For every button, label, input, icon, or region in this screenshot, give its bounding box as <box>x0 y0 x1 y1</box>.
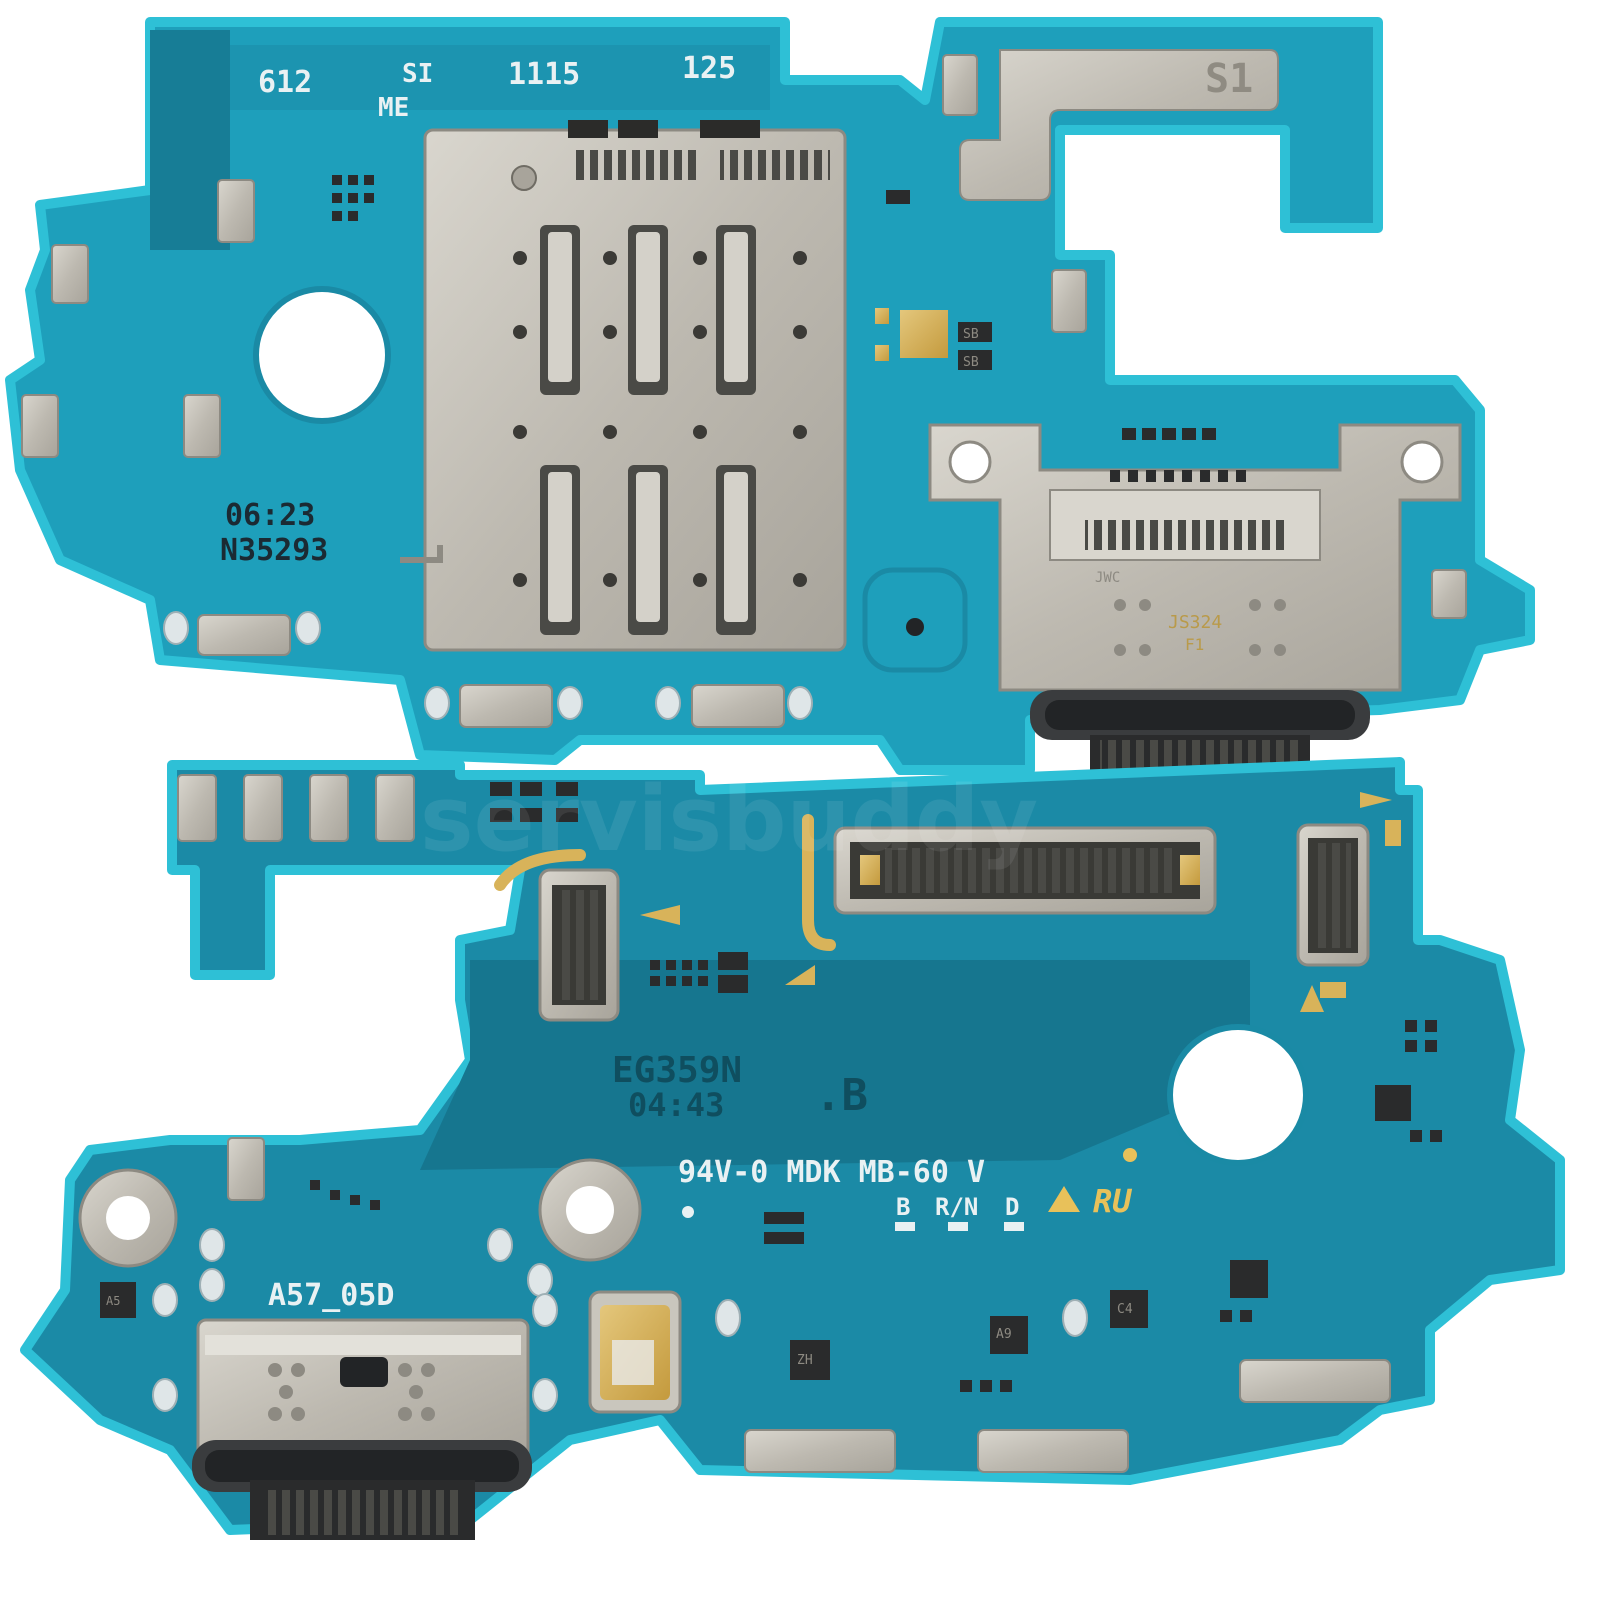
ul-mark: RU <box>1093 1182 1132 1220</box>
gold-arrow-2 <box>785 965 815 985</box>
watermark: servisbuddy <box>420 767 1038 872</box>
chip-mark-a9: A9 <box>996 1327 1012 1342</box>
bottom-label-b: B <box>896 1193 910 1221</box>
bottom-mount-hole <box>1167 1024 1309 1166</box>
bottom-code-line2: 04:43 <box>628 1086 724 1124</box>
board-connector-right <box>1296 823 1370 967</box>
top-dark-strip <box>150 30 230 250</box>
gold-trace-mid <box>802 814 836 951</box>
top-board-inner-layer <box>230 45 770 110</box>
bottom-board: EG359N 04:43 .B 94V-0 MDK MB-60 V B R/N … <box>20 757 1565 1540</box>
bottom-code-line1: EG359N <box>612 1050 742 1091</box>
top-inductor-1 <box>958 322 992 342</box>
bottom-model-label: A57_05D <box>268 1278 394 1313</box>
bottom-board-dark-region <box>420 960 1250 1170</box>
top-date-code-line1: 06:23 <box>225 498 315 533</box>
usb-c-port-bottom <box>192 1318 532 1540</box>
gold-dot-2 <box>682 1206 694 1218</box>
sim-contact-springs-upper <box>540 225 756 395</box>
board-to-board-connector-main <box>833 826 1217 915</box>
chip-mark-zh: ZH <box>797 1353 813 1368</box>
top-mic-pad <box>862 567 968 673</box>
bottom-ics <box>100 1085 1411 1380</box>
gold-arrow-4 <box>1300 985 1324 1012</box>
gold-arrow-1 <box>640 905 680 925</box>
board-connector-left <box>538 868 620 1022</box>
silk-code-si: SI <box>402 59 433 89</box>
usb-print-js324: JS324 <box>1168 612 1222 633</box>
top-spring-contacts <box>21 54 1467 619</box>
top-pad-mark-2: SB <box>963 355 979 370</box>
silk-code-125: 125 <box>682 51 736 86</box>
sim-contact-springs-lower <box>540 465 756 635</box>
top-date-code-line2: N35293 <box>220 533 328 568</box>
microphone-module <box>588 1290 682 1414</box>
top-board: 612 SI ME 1115 125 S1 <box>5 17 1535 780</box>
chip-mark-a5: A5 <box>106 1294 120 1308</box>
bottom-edge-tabs <box>744 1359 1391 1473</box>
gold-trace-left <box>494 849 586 891</box>
usb-c-port-top: JS324 F1 JWC <box>928 423 1462 780</box>
gold-arrow-3 <box>1360 792 1392 808</box>
silk-code-612: 612 <box>258 65 312 100</box>
bottom-oval-pads <box>152 1228 1088 1412</box>
bottom-passives <box>310 782 1442 1392</box>
bottom-label-rn: R/N <box>935 1193 978 1221</box>
gold-dot-1 <box>1123 1148 1137 1162</box>
gold-pad-small-2 <box>1320 982 1346 998</box>
bottom-rating-text: 94V-0 MDK MB-60 V <box>678 1155 985 1190</box>
ul-triangle-icon <box>1048 1186 1080 1212</box>
bottom-spring-contacts <box>177 774 415 1201</box>
usb-print-f1: F1 <box>1185 635 1204 654</box>
bottom-revision: .B <box>815 1070 868 1121</box>
top-small-components <box>332 175 1246 482</box>
gold-pad-small-1 <box>1385 820 1401 846</box>
silk-code-1115: 1115 <box>508 57 580 92</box>
top-gold-pad <box>900 310 948 358</box>
silk-code-me: ME <box>378 93 409 123</box>
top-mount-hole <box>253 286 391 424</box>
sim-card-tray <box>400 120 847 652</box>
chip-mark-c4: C4 <box>1117 1302 1133 1317</box>
top-mic-hole <box>906 618 924 636</box>
antenna-contact-s1 <box>959 49 1279 201</box>
top-edge-tabs <box>163 611 813 728</box>
top-pad-mark-1: SB <box>963 327 979 342</box>
bottom-label-d: D <box>1005 1193 1019 1221</box>
mark-s1: S1 <box>1205 56 1253 102</box>
usb-print-jwc: JWC <box>1095 570 1120 586</box>
top-inductor-2 <box>958 350 992 370</box>
